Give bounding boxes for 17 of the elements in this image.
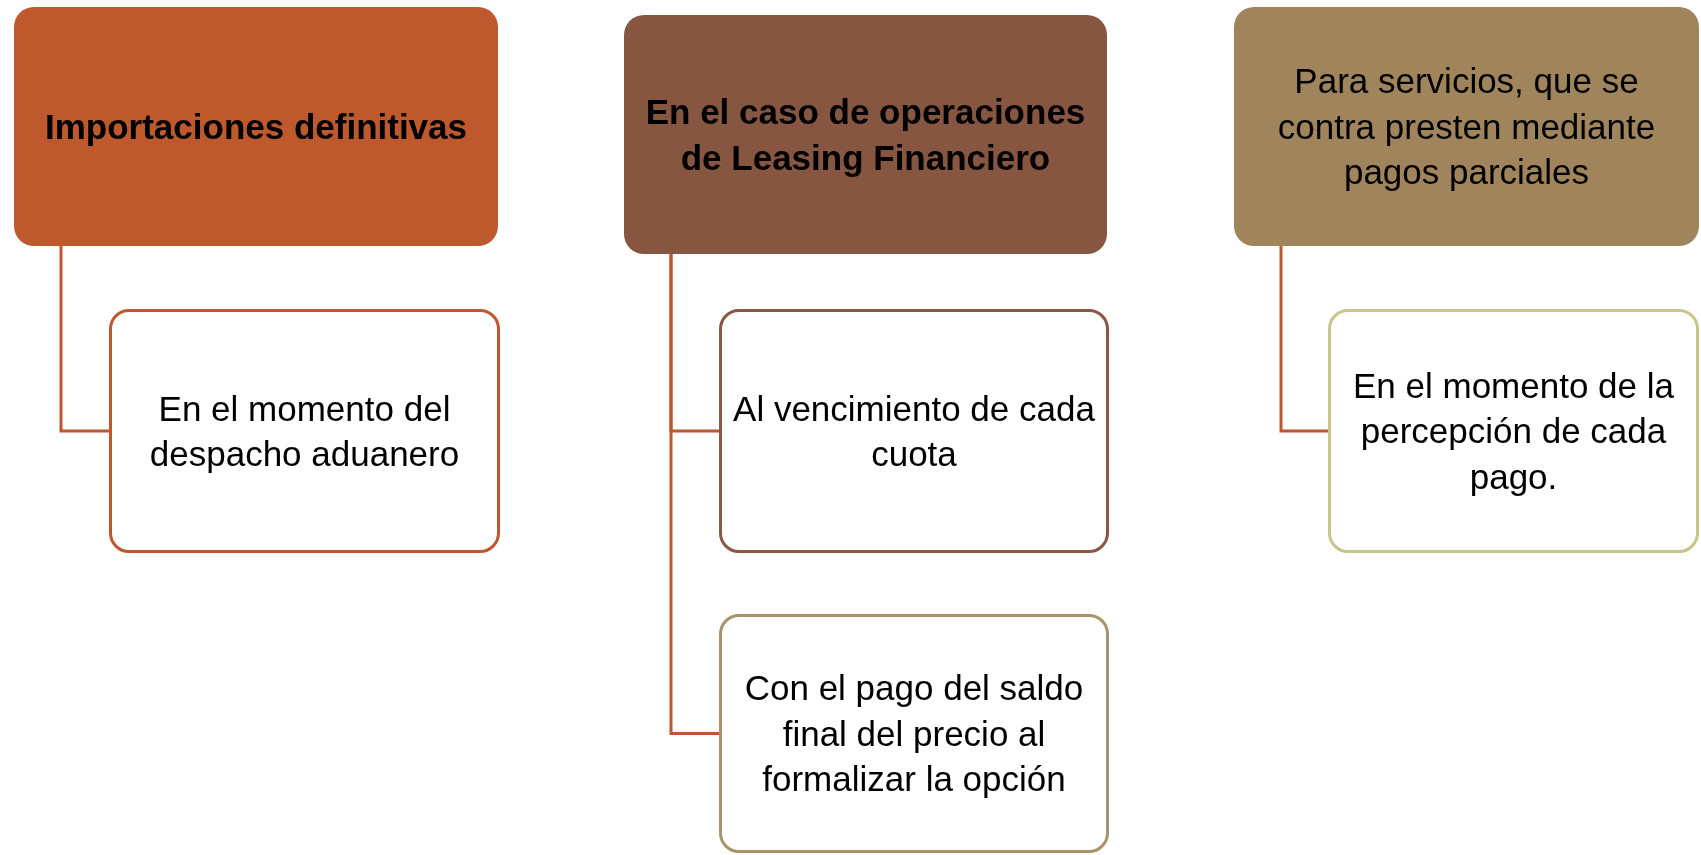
box-text: Importaciones definitivas bbox=[44, 105, 468, 148]
box-text: En el momento del despacho aduanero bbox=[148, 387, 461, 475]
box-text: Al vencimiento de cada cuota bbox=[732, 387, 1096, 475]
category-box bbox=[14, 7, 498, 246]
timing-box bbox=[719, 614, 1109, 853]
box-text: En el momento de la percepción de cada pago. bbox=[1352, 364, 1675, 498]
connector-line bbox=[669, 254, 719, 735]
category-box bbox=[624, 15, 1107, 254]
box-text: Para servicios, que se contra presten mediante pagos parciales bbox=[1276, 60, 1657, 194]
timing-box bbox=[1328, 309, 1699, 553]
box-text: Con el pago del saldo final del precio al formalizar la opción bbox=[743, 667, 1085, 801]
connector-line bbox=[1279, 246, 1328, 433]
timing-box bbox=[719, 309, 1109, 553]
box-text: En el caso de operaciones de Leasing Financiero bbox=[644, 91, 1087, 179]
connector-line bbox=[59, 246, 109, 433]
category-box bbox=[1234, 7, 1699, 246]
timing-box bbox=[109, 309, 500, 553]
